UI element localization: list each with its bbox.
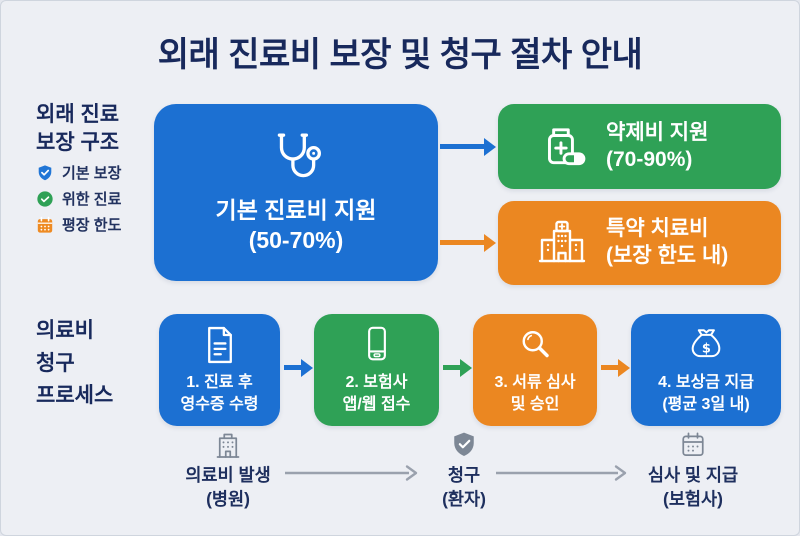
document-icon	[207, 326, 232, 363]
step-review-box: 3. 서류 심사 및 승인	[473, 314, 597, 426]
arrow-to-pharmacy	[440, 144, 485, 149]
milestone-hospital: 의료비 발생 (병원)	[158, 430, 298, 511]
shield-check-icon	[454, 432, 474, 456]
process-section-heading: 의료비 청구 프로세스	[36, 319, 114, 408]
circle-check-icon	[37, 190, 53, 207]
step-review-label: 3. 서류 심사 및 승인	[494, 373, 576, 413]
pharmacy-support-label: 약제비 지원 (70-90%)	[606, 120, 709, 171]
milestone-insurer: 심사 및 지급 (보험사)	[618, 430, 768, 511]
timeline-arrow-1	[285, 465, 418, 481]
stethoscope-icon	[277, 133, 321, 177]
legend-item-basic: 기본 보장	[36, 162, 121, 183]
smartphone-icon	[367, 326, 386, 361]
step-receipt-box: 1. 진료 후 영수증 수령	[159, 314, 280, 426]
magnifier-icon	[522, 330, 549, 358]
milestone-hospital-label: 의료비 발생 (병원)	[185, 465, 271, 509]
money-bag-icon: $	[691, 329, 721, 358]
hospital-icon	[538, 220, 586, 263]
step-payout-label: 4. 보상금 지급 (평균 3일 내)	[658, 373, 754, 413]
milestone-insurer-label: 심사 및 지급 (보험사)	[647, 465, 739, 509]
step-submit-box: 2. 보험사 앱/웹 접수	[314, 314, 439, 426]
special-treatment-label: 특약 치료비 (보장 한도 내)	[606, 217, 729, 267]
arrow-step-2-3	[443, 365, 461, 370]
legend-label: 위한 진료	[62, 191, 122, 208]
step-payout-box: $ 4. 보상금 지급 (평균 3일 내)	[631, 314, 781, 426]
basic-coverage-box: 기본 진료비 지원 (50-70%)	[154, 104, 438, 281]
coverage-legend: 기본 보장 위한 진료 평장 한도	[36, 162, 121, 235]
arrow-to-special	[440, 240, 485, 245]
calendar-icon	[37, 216, 53, 233]
medicine-bottle-icon	[548, 127, 586, 165]
legend-item-treatment: 위한 진료	[36, 188, 121, 209]
legend-label: 기본 보장	[62, 165, 122, 182]
special-treatment-box: 특약 치료비 (보장 한도 내)	[498, 201, 781, 285]
svg-text:$: $	[702, 341, 711, 356]
arrow-step-1-2	[284, 365, 302, 370]
arrow-step-3-4	[601, 365, 619, 370]
page-title: 외래 진료비 보장 및 청구 절차 안내	[157, 36, 643, 74]
legend-label: 평장 한도	[62, 217, 122, 234]
timeline-arrow-2	[496, 465, 627, 481]
step-receipt-label: 1. 진료 후 영수증 수령	[180, 373, 259, 413]
milestone-claim: 청구 (환자)	[414, 430, 514, 511]
shield-check-icon	[38, 164, 52, 180]
legend-item-limit: 평장 한도	[36, 214, 121, 235]
milestone-claim-label: 청구 (환자)	[442, 465, 486, 509]
basic-coverage-label: 기본 진료비 지원 (50-70%)	[215, 196, 377, 253]
calendar-icon	[682, 432, 704, 456]
coverage-section-heading: 외래 진료 보장 구조	[36, 103, 120, 154]
pharmacy-support-box: 약제비 지원 (70-90%)	[498, 104, 781, 189]
step-submit-label: 2. 보험사 앱/웹 접수	[342, 373, 411, 413]
hospital-building-icon	[216, 433, 240, 458]
